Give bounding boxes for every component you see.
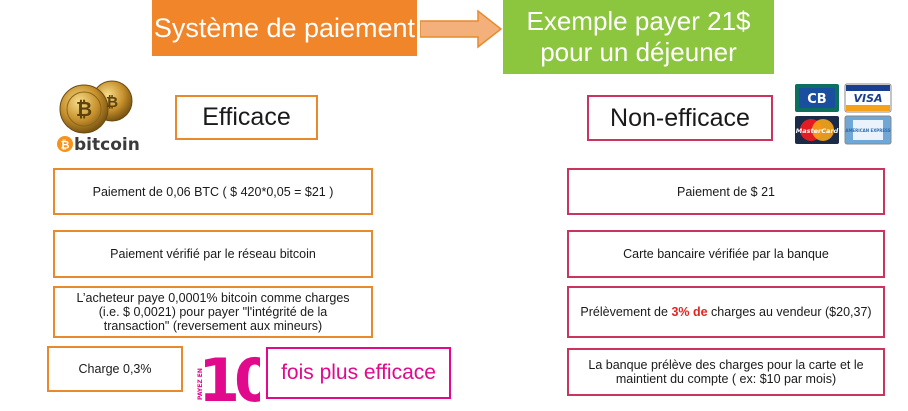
bank-verification-box: Carte bancaire vérifiée par la banque xyxy=(567,230,885,278)
efficient-title: Efficace xyxy=(202,103,291,131)
payment-system-banner: Système de paiement xyxy=(152,0,417,56)
svg-text:₿: ₿ xyxy=(61,139,70,152)
bitcoin-wordmark: bitcoin xyxy=(74,135,140,155)
charge-text: Charge 0,3% xyxy=(78,362,152,376)
example-line-1: Exemple payer 21$ xyxy=(526,6,751,36)
pay-in-caption: PAYEZ EN xyxy=(197,368,204,400)
bitcoin-logo: ₿ ₿ ₿ bitcoin xyxy=(57,80,140,155)
times-more-efficient-text: fois plus efficace xyxy=(281,361,436,384)
merchant-fee-prefix: Prélèvement de xyxy=(580,305,672,319)
right-arrow-icon xyxy=(420,9,502,49)
bitcoin-verification-box: Paiement vérifié par le réseau bitcoin xyxy=(53,230,373,278)
bitcoin-payment-text: Paiement de 0,06 BTC ( $ 420*0,05 = $21 … xyxy=(92,184,334,199)
mastercard-card-label: MasterCard xyxy=(796,127,839,135)
amex-card-label: AMERICAN EXPRESS xyxy=(845,128,890,133)
bitcoin-fee-line-2: (i.e. $ 0,0021) pour payer "l'intégrité … xyxy=(98,305,328,319)
bitcoin-fee-box: L’acheteur paye 0,0001% bitcoin comme ch… xyxy=(53,286,373,338)
merchant-fee-suffix: charges au vendeur ($20,37) xyxy=(707,305,872,319)
bitcoin-fee-line-1: L’acheteur paye 0,0001% bitcoin comme ch… xyxy=(76,291,350,305)
bank-verification-text: Carte bancaire vérifiée par la banque xyxy=(623,247,829,261)
bitcoin-fee-line-3: transaction" (reversement aux mineurs) xyxy=(103,319,323,333)
merchant-fee-percent: 3% de xyxy=(671,305,708,319)
card-payment-text: Paiement de $ 21 xyxy=(677,184,775,199)
svg-text:₿: ₿ xyxy=(106,93,118,111)
visa-card-label: VISA xyxy=(853,92,882,105)
example-line-2: pour un déjeuner xyxy=(540,37,737,67)
bitcoin-verification-text: Paiement vérifié par le réseau bitcoin xyxy=(110,247,316,261)
merchant-fee-text: Prélèvement de 3% de charges au vendeur … xyxy=(580,305,871,319)
charge-box: Charge 0,3% xyxy=(47,346,183,392)
credit-cards-icon: CB VISA MasterCard AMERICAN EXPRESS xyxy=(795,83,892,145)
cb-card-label: CB xyxy=(807,92,826,107)
pay-in-10-badge-icon: PAYEZ EN 10 xyxy=(197,346,260,405)
bank-charges-line-1: La banque prélève des charges pour la ca… xyxy=(588,358,864,372)
merchant-fee-box: Prélèvement de 3% de charges au vendeur … xyxy=(567,286,885,338)
ten-number: 10 xyxy=(198,346,260,405)
svg-text:₿: ₿ xyxy=(76,97,92,121)
payment-system-label: Système de paiement xyxy=(153,12,416,43)
bank-charges-line-2: maintient du compte ( ex: $10 par mois) xyxy=(615,372,837,386)
bitcoin-payment-box: Paiement de 0,06 BTC ( $ 420*0,05 = $21 … xyxy=(53,168,373,215)
efficient-title-box: Efficace xyxy=(175,95,318,140)
bank-charges-box: La banque prélève des charges pour la ca… xyxy=(567,348,885,396)
non-efficient-title-box: Non-efficace xyxy=(587,95,773,141)
example-banner: Exemple payer 21$ pour un déjeuner xyxy=(503,0,774,74)
times-more-efficient-box: fois plus efficace xyxy=(266,347,451,399)
card-payment-box: Paiement de $ 21 xyxy=(567,168,885,215)
non-efficient-title: Non-efficace xyxy=(610,103,750,132)
